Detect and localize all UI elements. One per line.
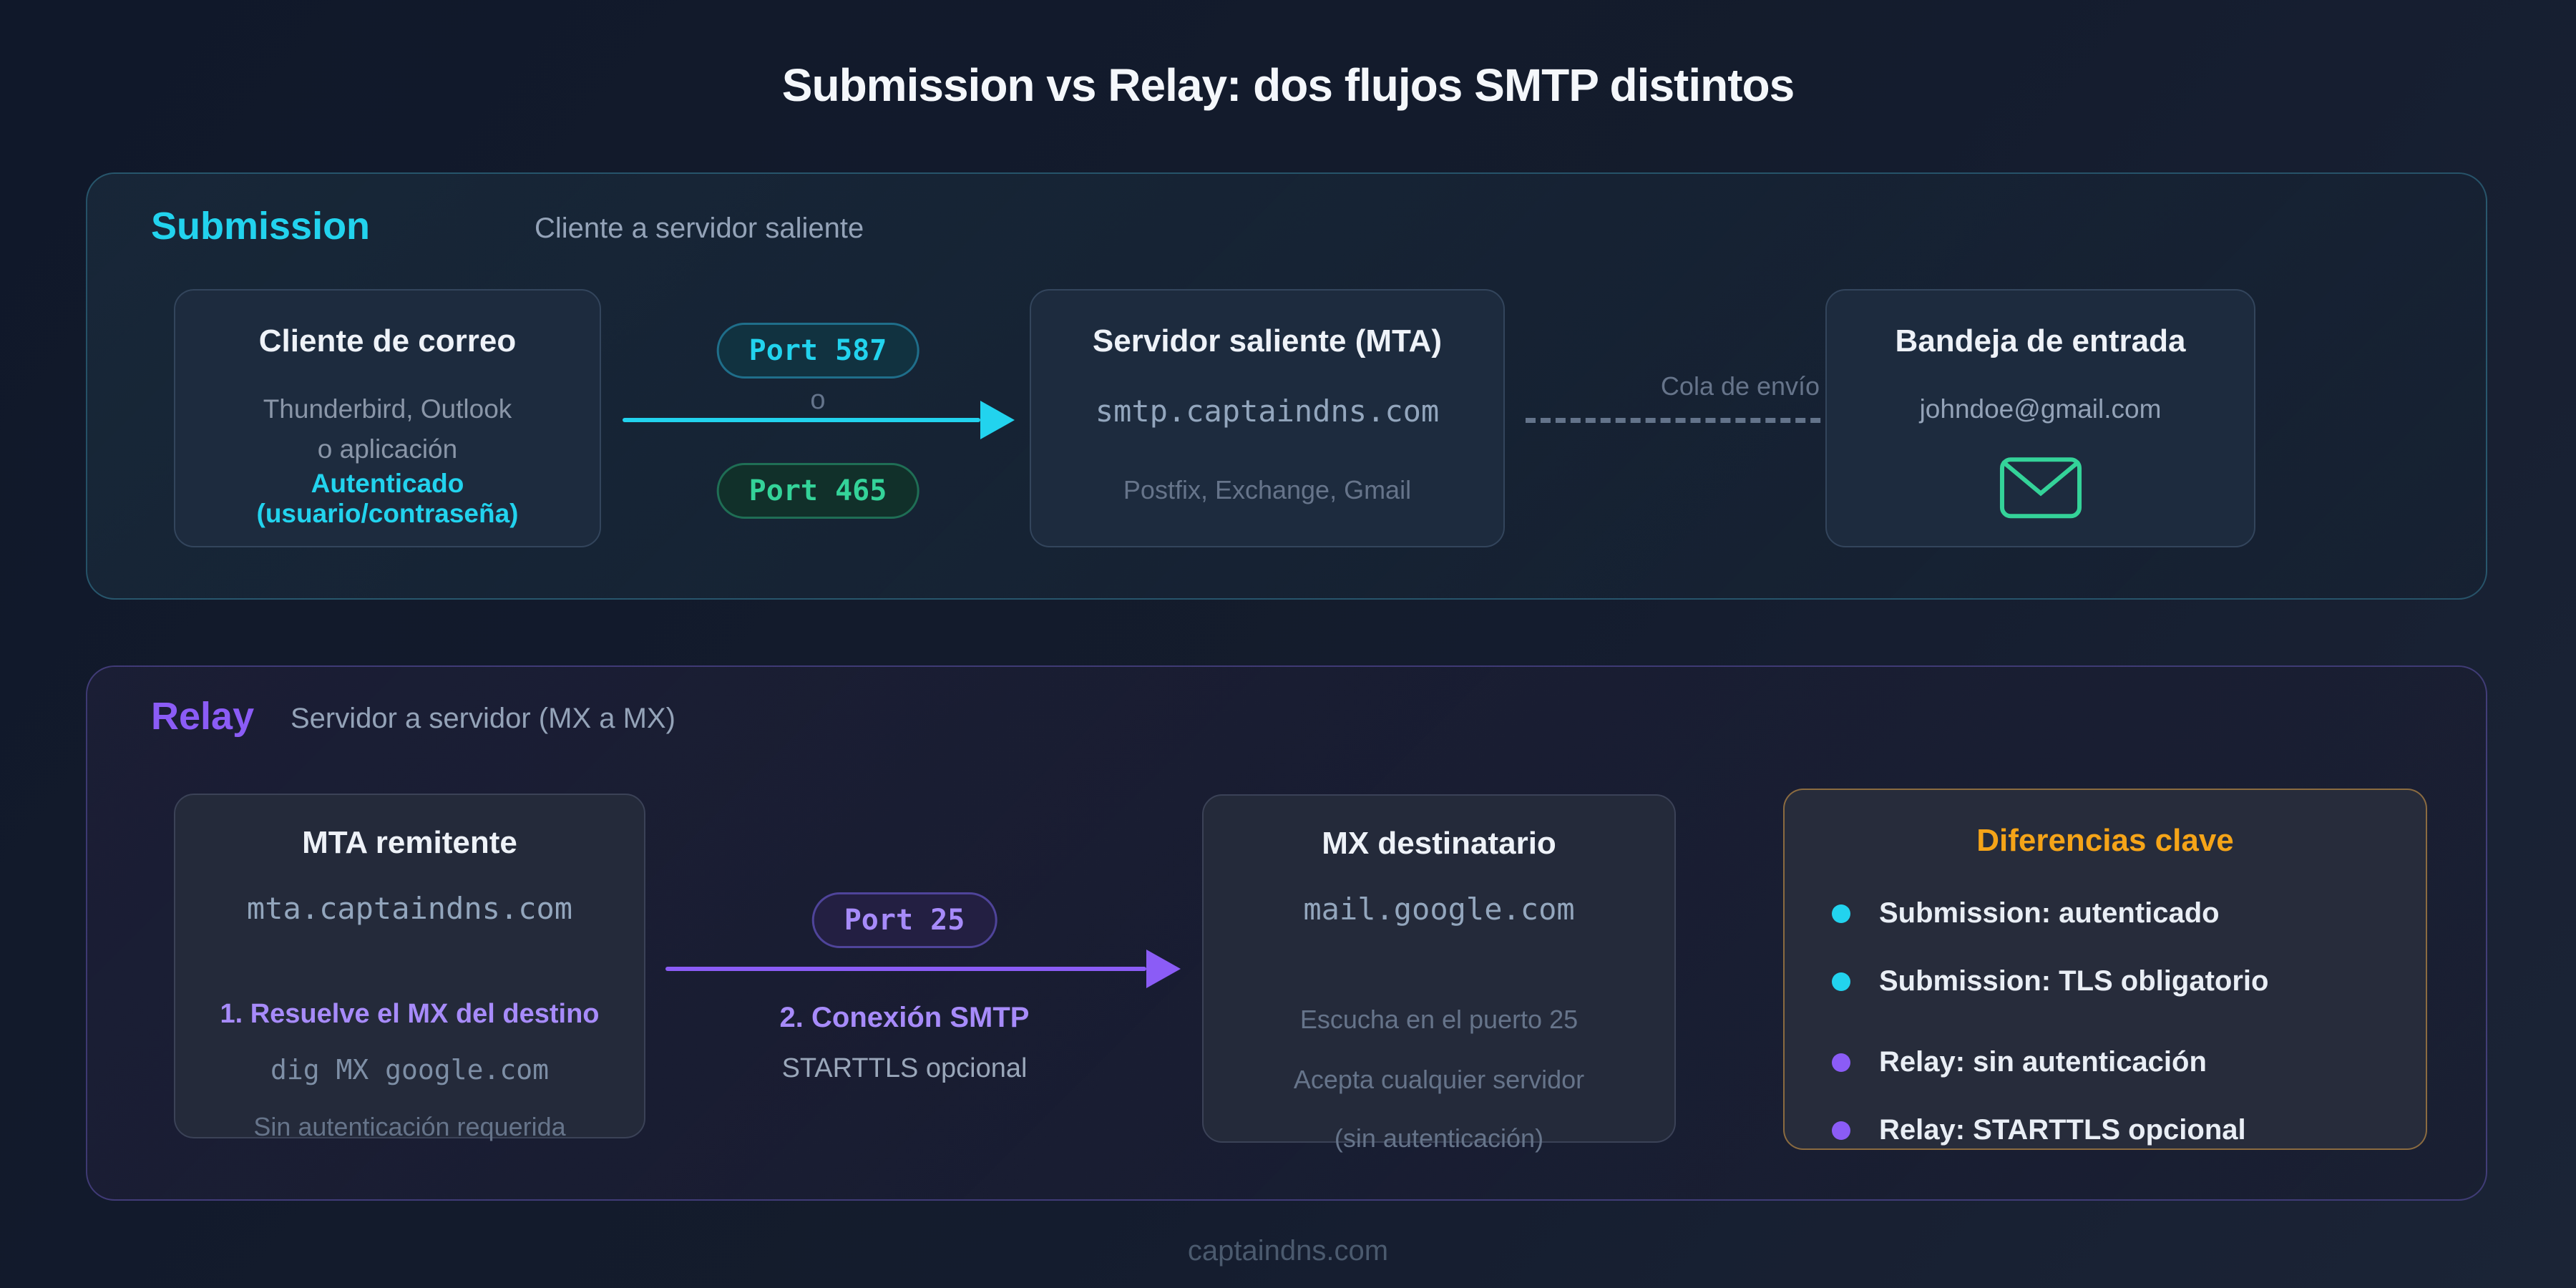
bullet-dot-icon [1832,1053,1850,1072]
mail-client-examples: Thunderbird, Outlook o aplicación [263,389,512,469]
submission-panel: Submission Cliente a servidor saliente C… [86,172,2487,600]
list-item-label: Relay: sin autenticación [1879,1046,2207,1078]
key-differences-title: Diferencias clave [1976,823,2234,858]
submission-arrow-line [623,418,980,422]
relay-step2-note: STARTTLS opcional [781,1053,1028,1083]
inbox-email: johndoe@gmail.com [1919,394,2162,424]
bullet-dot-icon [1832,1121,1850,1140]
mail-client-title: Cliente de correo [258,323,517,358]
key-differences-list: Submission: autenticado Submission: TLS … [1785,897,2426,1182]
inbox-title: Bandeja de entrada [1895,323,2186,358]
relay-panel-label: Relay [151,695,255,738]
destination-mx-host: mail.google.com [1303,892,1575,927]
relay-panel: Relay Servidor a servidor (MX a MX) MTA … [86,665,2487,1201]
outgoing-server-host: smtp.captaindns.com [1095,394,1440,429]
port-25-badge: Port 25 [811,892,997,948]
sender-mta-note: Sin autenticación requerida [253,1112,566,1141]
port-465-badge: Port 465 [716,463,919,519]
destination-mx-line2: Acepta cualquier servidor [1293,1064,1585,1094]
mail-client-examples-line2: o aplicación [317,434,458,464]
footer-domain: captaindns.com [1187,1235,1389,1267]
submission-arrow [623,401,1015,439]
relay-arrow-head [1146,950,1181,988]
list-item: Relay: STARTTLS opcional [1832,1114,2426,1146]
queue-arrow-line [1526,418,1865,423]
relay-arrow [665,950,1181,988]
destination-mx-title: MX destinatario [1322,826,1556,861]
submission-panel-label: Submission [151,205,371,248]
or-label: o [810,385,826,415]
relay-step2-label: 2. Conexión SMTP [779,1002,1030,1033]
mail-client-card: Cliente de correo Thunderbird, Outlook o… [174,289,601,547]
port-587-badge: Port 587 [716,323,919,379]
mail-client-auth-note: Autenticado (usuario/contraseña) [256,469,519,528]
list-item-label: Submission: TLS obligatorio [1879,965,2269,997]
sender-mta-title: MTA remitente [302,825,517,860]
sender-mta-step1: 1. Resuelve el MX del destino [220,999,600,1029]
list-item: Submission: TLS obligatorio [1832,965,2426,997]
list-item: Relay: sin autenticación [1832,1046,2426,1078]
sender-mta-host: mta.captaindns.com [246,891,573,926]
key-differences-card: Diferencias clave Submission: autenticad… [1783,789,2427,1150]
destination-mx-line1: Escucha en el puerto 25 [1299,1005,1579,1034]
inbox-card: Bandeja de entrada johndoe@gmail.com [1825,289,2255,547]
relay-panel-subtitle: Servidor a servidor (MX a MX) [291,703,675,734]
list-item-label: Relay: STARTTLS opcional [1879,1114,2246,1146]
destination-mx-card: MX destinatario mail.google.com Escucha … [1202,794,1676,1153]
page-title: Submission vs Relay: dos flujos SMTP dis… [781,59,1795,111]
sender-mta-command: dig MX google.com [270,1054,549,1085]
outgoing-server-card: Servidor saliente (MTA) smtp.captaindns.… [1030,289,1505,547]
list-item: Submission: autenticado [1832,897,2426,930]
submission-arrow-head [980,401,1015,439]
list-item-label: Submission: autenticado [1879,897,2220,929]
queue-arrow [1526,404,1898,436]
queue-label: Cola de envío [1660,371,1820,401]
destination-mx-line3: (sin autenticación) [1334,1123,1544,1153]
envelope-icon [1999,457,2082,518]
relay-arrow-line [665,967,1146,971]
outgoing-server-examples: Postfix, Exchange, Gmail [1123,475,1412,504]
sender-mta-card: MTA remitente mta.captaindns.com 1. Resu… [174,794,645,1141]
bullet-dot-icon [1832,972,1850,991]
mail-client-examples-line1: Thunderbird, Outlook [263,394,512,424]
bullet-dot-icon [1832,904,1850,923]
outgoing-server-title: Servidor saliente (MTA) [1092,323,1443,358]
submission-panel-subtitle: Cliente a servidor saliente [535,213,864,244]
